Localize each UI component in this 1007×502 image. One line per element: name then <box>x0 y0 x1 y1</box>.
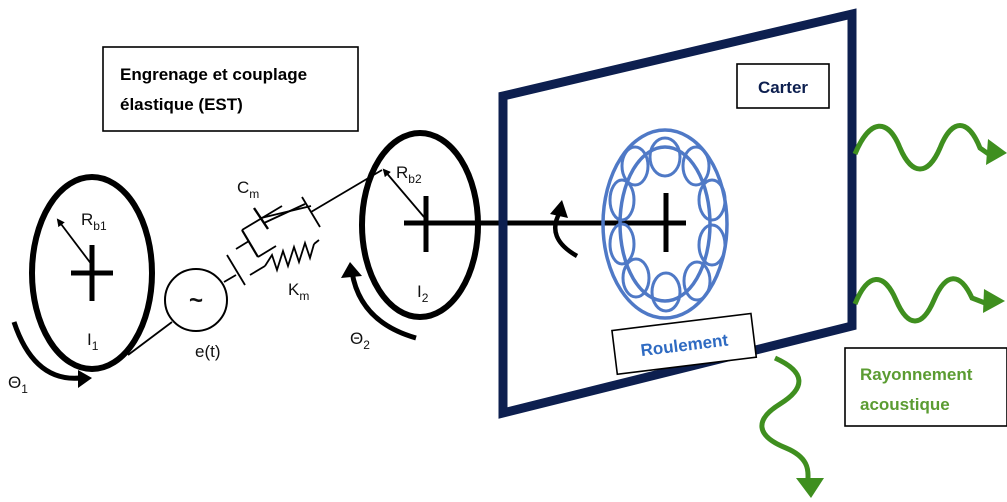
bearing-rotation-arrow <box>553 210 579 258</box>
gear-1 <box>29 174 155 372</box>
elastic-coupling <box>226 169 383 286</box>
source-symbol: ~ <box>189 287 203 314</box>
rb1-label: Rb1 <box>81 210 107 233</box>
wave-middle <box>852 276 986 324</box>
carter-frame <box>498 8 857 419</box>
excitation-source: ~ <box>164 268 228 332</box>
bearing <box>601 128 729 320</box>
spring <box>249 239 320 276</box>
wave-bottom-arrowhead <box>796 478 824 498</box>
theta1-arrowhead <box>78 370 92 388</box>
title-line-2: élastique (EST) <box>120 95 243 114</box>
connector-source-coupling <box>223 274 237 283</box>
rayonnement-box: Rayonnement acoustique <box>844 347 1007 427</box>
bearing-rotation-arrowhead <box>550 200 568 218</box>
carter-label: Carter <box>758 78 808 97</box>
wave-middle-arrowhead <box>983 289 1005 313</box>
damper <box>235 203 312 258</box>
wave-bottom <box>759 355 811 479</box>
rb2-label: Rb2 <box>396 163 422 186</box>
i2-label: I2 <box>417 282 429 305</box>
rayonnement-line-2: acoustique <box>860 395 950 414</box>
theta2-arrowhead <box>341 262 362 278</box>
wave-top-arrowhead <box>986 139 1007 165</box>
excitation-label: e(t) <box>195 342 221 361</box>
title-line-1: Engrenage et couplage <box>120 65 307 84</box>
wave-top <box>852 123 992 172</box>
bearing-balls <box>608 136 727 313</box>
theta2-label: Θ2 <box>350 329 370 352</box>
km-label: Km <box>288 280 309 303</box>
acoustic-waves <box>759 123 992 479</box>
i1-label: I1 <box>87 330 99 353</box>
connector-gear1-source <box>127 321 173 356</box>
theta1-label: Θ1 <box>8 373 28 396</box>
carter-label-box: Carter <box>736 63 830 109</box>
title-box: Engrenage et couplage élastique (EST) <box>102 46 359 132</box>
theta2-arrow <box>349 271 417 341</box>
roulement-label-box: Roulement <box>611 312 758 376</box>
rayonnement-line-1: Rayonnement <box>860 365 973 384</box>
theta1-arrow <box>11 321 81 381</box>
cm-label: Cm <box>237 178 259 201</box>
